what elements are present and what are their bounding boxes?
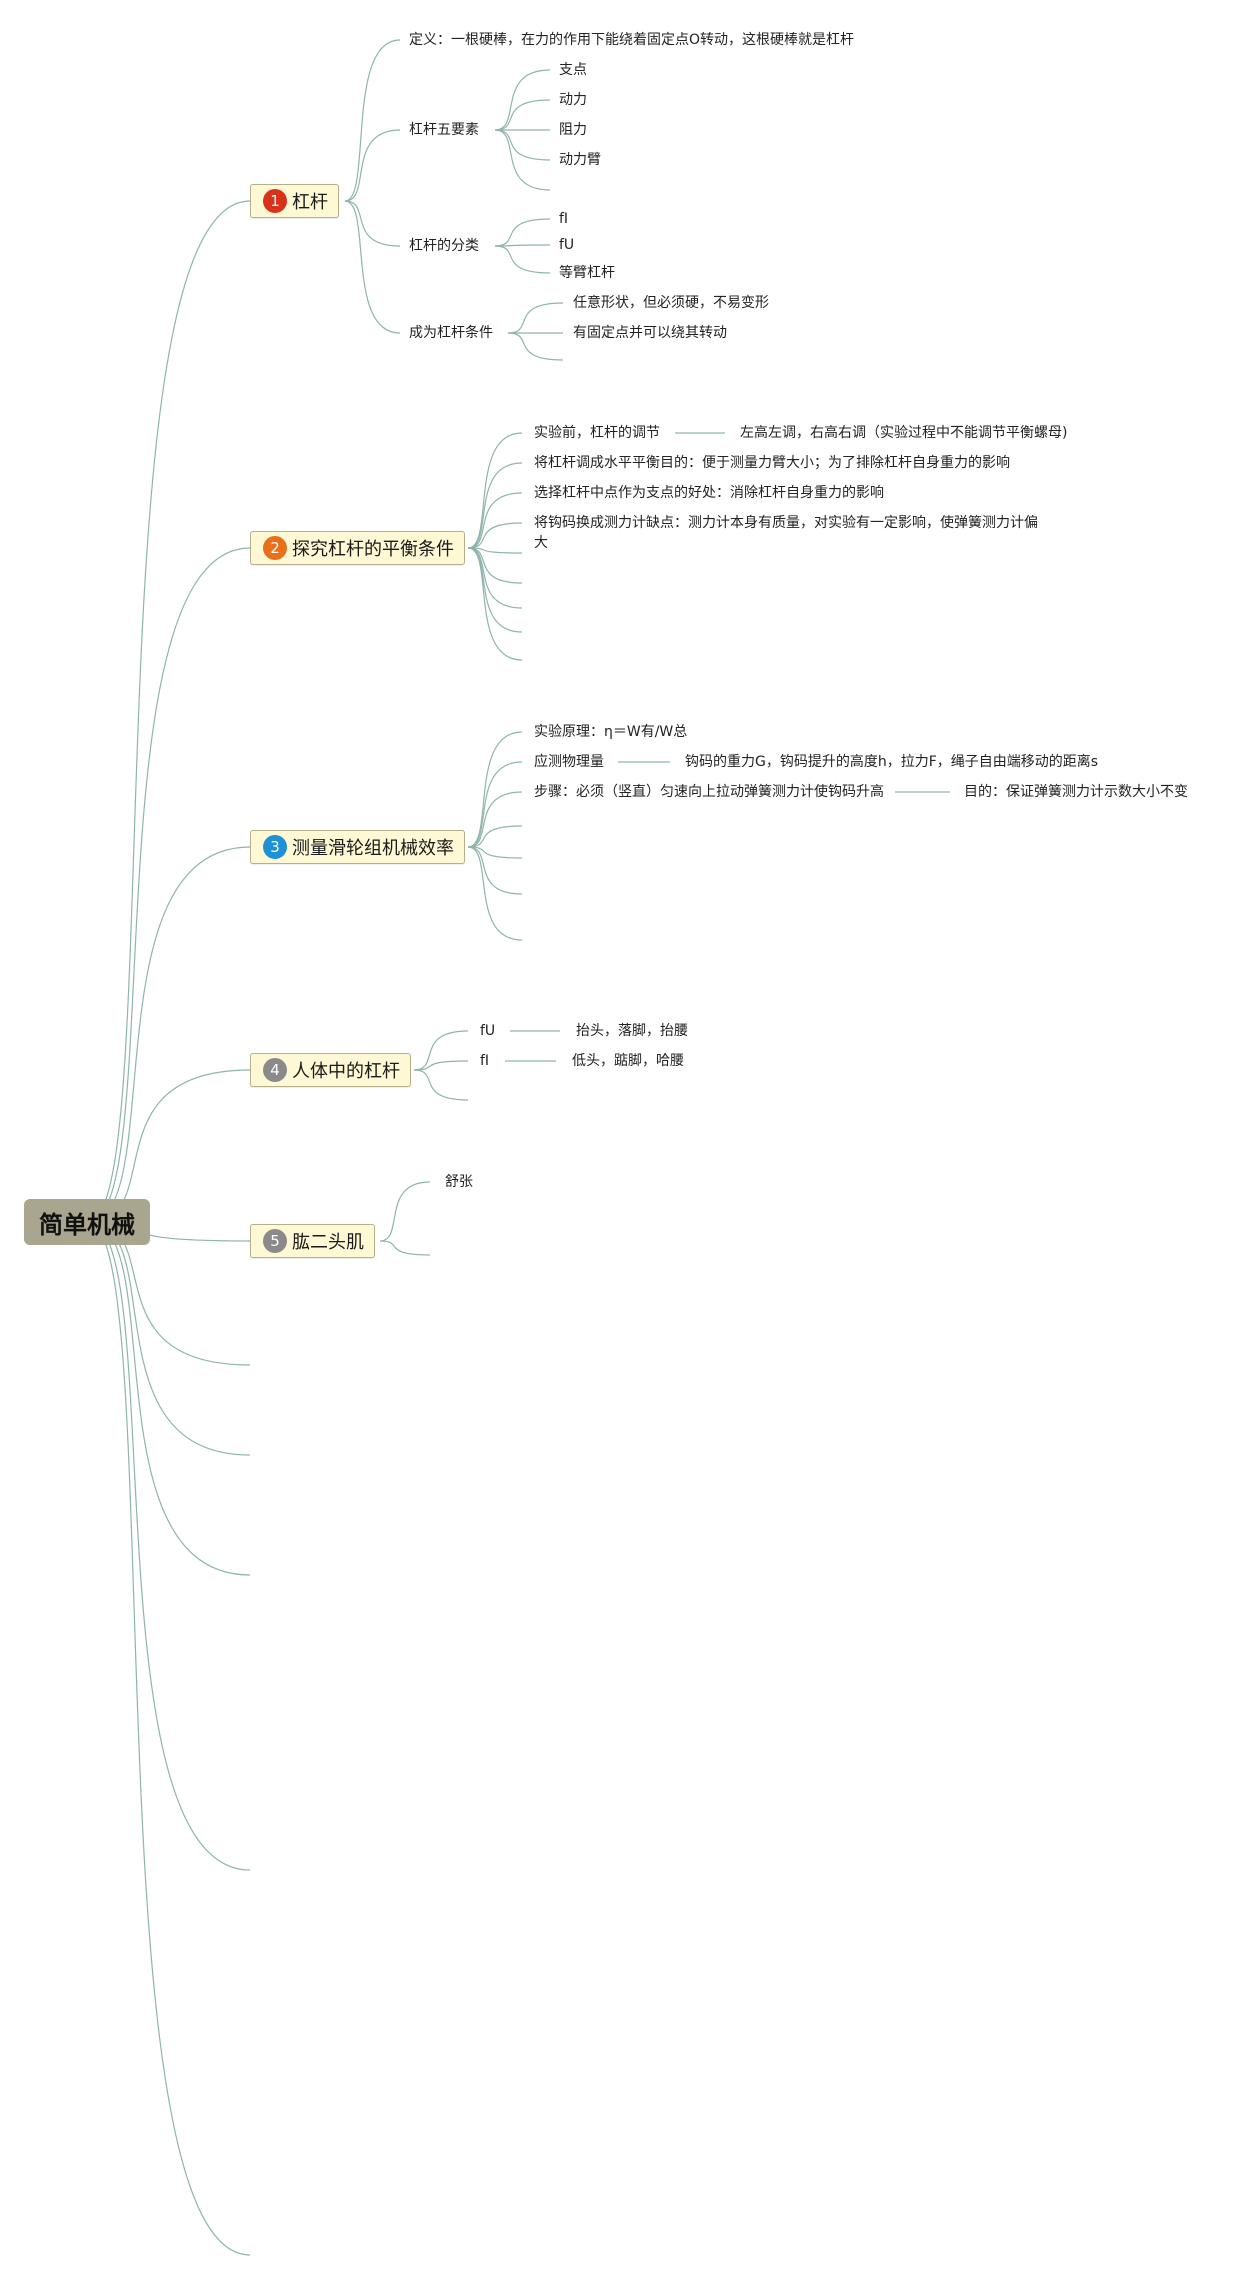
pulley-measure-detail[interactable]: 钩码的重力G，钩码提升的高度h，拉力F，绳子自由端移动的距离s (685, 754, 1099, 770)
connector-0 (87, 200, 251, 1223)
connector-40 (467, 846, 523, 895)
pulley-steps-detail[interactable]: 目的：保证弹簧测力计示数大小不变 (964, 784, 1188, 800)
connector-2 (87, 846, 251, 1223)
topic-body-levers[interactable]: 4 人体中的杠杆 (250, 1053, 411, 1087)
connector-39 (467, 846, 523, 859)
biceps-item-1[interactable]: 舒张 (445, 1174, 473, 1190)
connector-26 (467, 462, 523, 549)
connector-32 (467, 547, 523, 633)
root-topic[interactable]: 简单机械 (24, 1199, 150, 1245)
pulley-measure[interactable]: 应测物理量 (534, 754, 604, 770)
lever-conditions[interactable]: 成为杠杆条件 (409, 325, 493, 341)
connector-29 (467, 547, 523, 554)
number-2-icon: 2 (263, 536, 287, 560)
connector-28 (467, 522, 523, 549)
balance-adjust[interactable]: 实验前，杠杆的调节 (534, 425, 660, 441)
connector-38 (467, 825, 523, 848)
connector-1 (87, 547, 251, 1223)
connector-14 (494, 69, 551, 131)
lever-definition[interactable]: 定义：一根硬棒，在力的作用下能绕着固定点O转动，这根硬棒就是杠杆 (409, 32, 855, 48)
connector-24 (507, 332, 564, 361)
number-5-icon: 5 (263, 1229, 287, 1253)
connector-6 (87, 1221, 251, 1456)
topic-body-levers-label: 人体中的杠杆 (292, 1061, 400, 1082)
class-item-2[interactable]: fU (559, 237, 575, 253)
connector-45 (413, 1060, 469, 1071)
connector-41 (467, 846, 523, 941)
number-1-icon: 1 (263, 189, 287, 213)
class-item-1[interactable]: fI (559, 211, 569, 227)
five-element-effort-arm[interactable]: 动力臂 (559, 152, 601, 168)
connector-22 (507, 302, 564, 334)
connector-13 (344, 200, 401, 334)
number-3-icon: 3 (263, 835, 287, 859)
pulley-steps[interactable]: 步骤：必须（竖直）匀速向上拉动弹簧测力计使钩码升高 (534, 784, 884, 800)
connector-27 (467, 492, 523, 549)
connector-35 (467, 731, 523, 848)
connector-10 (344, 39, 401, 202)
connector-8 (87, 1221, 251, 1871)
five-element-resistance[interactable]: 阻力 (559, 122, 587, 138)
connector-12 (344, 200, 401, 247)
lever-classification[interactable]: 杠杆的分类 (409, 238, 479, 254)
five-element-fulcrum[interactable]: 支点 (559, 62, 587, 78)
connector-33 (467, 547, 523, 661)
topic-biceps-label: 肱二头肌 (292, 1232, 364, 1253)
balance-item-3[interactable]: 将钩码换成测力计缺点：测力计本身有质量，对实验有一定影响，使弹簧测力计偏大 (534, 515, 1038, 551)
root-label: 简单机械 (39, 1210, 135, 1239)
topic-pulley-efficiency-label: 测量滑轮组机械效率 (292, 838, 454, 859)
five-element-effort[interactable]: 动力 (559, 92, 587, 108)
connector-9 (87, 1221, 251, 2256)
connector-25 (467, 432, 523, 549)
pulley-principle[interactable]: 实验原理：η＝W有/W总 (534, 724, 688, 740)
connector-44 (413, 1030, 469, 1071)
connector-7 (87, 1221, 251, 1576)
connector-21 (494, 245, 551, 274)
connector-19 (494, 218, 551, 247)
number-4-icon: 4 (263, 1058, 287, 1082)
connector-31 (467, 547, 523, 609)
topic-biceps[interactable]: 5 肱二头肌 (250, 1224, 375, 1258)
topic-pulley-efficiency[interactable]: 3 测量滑轮组机械效率 (250, 830, 465, 864)
body-lever-2-detail[interactable]: 低头，踮脚，哈腰 (572, 1053, 684, 1069)
topic-lever[interactable]: 1 杠杆 (250, 184, 339, 218)
topic-lever-label: 杠杆 (292, 192, 328, 213)
connector-18 (494, 129, 551, 191)
balance-item-1[interactable]: 将杠杆调成水平平衡目的：便于测量力臂大小；为了排除杠杆自身重力的影响 (534, 455, 1010, 471)
connector-49 (379, 1181, 431, 1242)
connector-36 (467, 761, 523, 848)
topic-lever-balance-label: 探究杠杆的平衡条件 (292, 539, 454, 560)
balance-item-2[interactable]: 选择杠杆中点作为支点的好处：消除杠杆自身重力的影响 (534, 485, 884, 501)
connector-17 (494, 129, 551, 161)
class-item-3[interactable]: 等臂杠杆 (559, 265, 615, 281)
lever-five-elements[interactable]: 杠杆五要素 (409, 122, 479, 138)
connector-37 (467, 791, 523, 848)
balance-adjust-detail[interactable]: 左高左调，右高右调（实验过程中不能调节平衡螺母) (740, 425, 1068, 441)
connector-30 (467, 547, 523, 584)
topic-lever-balance[interactable]: 2 探究杠杆的平衡条件 (250, 531, 465, 565)
body-lever-2[interactable]: fI (480, 1053, 490, 1069)
body-lever-1[interactable]: fU (480, 1023, 496, 1039)
condition-item-2[interactable]: 有固定点并可以绕其转动 (573, 325, 727, 341)
connector-15 (494, 99, 551, 131)
condition-item-1[interactable]: 任意形状，但必须硬，不易变形 (573, 295, 769, 311)
body-lever-1-detail[interactable]: 抬头，落脚，抬腰 (576, 1023, 688, 1039)
connector-11 (344, 129, 401, 202)
connector-20 (494, 244, 551, 247)
connector-50 (379, 1240, 431, 1256)
connector-46 (413, 1069, 469, 1101)
